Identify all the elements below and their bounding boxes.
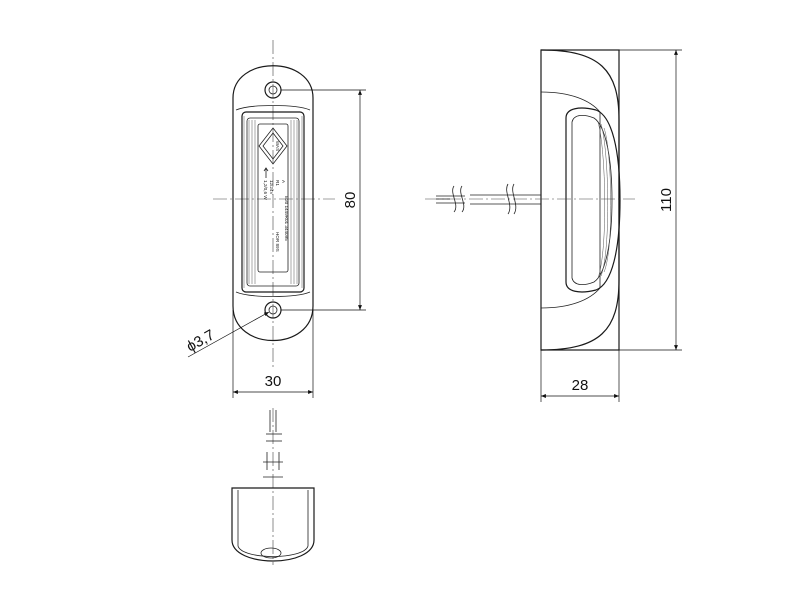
front-lens-inner	[246, 117, 300, 287]
bottom-view	[231, 408, 315, 565]
bottom-view-wires	[263, 410, 283, 478]
side-view-lens	[565, 107, 621, 293]
front-lens-body	[241, 111, 305, 293]
lens-ribs	[243, 116, 303, 288]
label-line1-group: A	[281, 180, 286, 184]
hole-diameter-label: ϕ3,7	[184, 326, 218, 355]
dim-80-group: 80	[342, 192, 359, 209]
dim-110-group: 110	[658, 188, 675, 212]
label-arrow-icon	[263, 167, 269, 178]
label-line5-group: E20 1449R01 344095	[284, 196, 289, 241]
bottom-view-housing	[231, 487, 315, 562]
side-view-frame	[540, 49, 620, 351]
front-view: WAŚ A R1 12/24V 1,2/0,6 W E20 1449R01 34…	[184, 40, 366, 398]
side-view-housing-curve	[540, 49, 620, 351]
dim-28-label: 28	[572, 377, 589, 394]
front-housing-outline	[232, 65, 314, 342]
bottom-mounting-hole-inner	[268, 305, 278, 315]
bottom-view-inner-edge	[237, 490, 309, 557]
top-cap-edge	[235, 105, 311, 111]
hole-leader-line	[187, 311, 270, 358]
bottom-view-cable-hole	[260, 547, 282, 559]
label-line3-group: 12/24V	[269, 180, 274, 195]
label-line1: A	[281, 180, 286, 184]
hole-label-group: ϕ3,7	[184, 326, 218, 355]
side-view-housing-inner	[540, 91, 601, 309]
bottom-cap-edge	[235, 291, 311, 297]
label-line6-group: HOR 89S	[275, 232, 280, 252]
label-line6: HOR 89S	[275, 232, 280, 252]
dim-80-label: 80	[342, 192, 359, 209]
label-line2: R1	[275, 180, 280, 186]
label-plate	[257, 123, 289, 273]
label-line3: 12/24V	[269, 180, 274, 195]
side-view: 110 28	[425, 49, 682, 402]
side-view-cable	[436, 183, 541, 215]
label-line4: 1,2/0,6 W	[263, 180, 268, 200]
side-view-lens-hatch	[597, 121, 612, 279]
dim-110-label: 110	[658, 188, 675, 212]
label-line4-group: 1,2/0,6 W	[263, 180, 268, 200]
label-line5: E20 1449R01 344095	[284, 196, 289, 241]
label-line2-group: R1	[275, 180, 280, 186]
top-mounting-hole-inner	[268, 85, 278, 95]
dim-30-label: 30	[265, 373, 282, 390]
label-brand: WAŚ	[275, 141, 282, 151]
label-logo-diamond	[258, 127, 288, 165]
label-brand-group: WAŚ	[275, 141, 282, 151]
side-view-lens-inner	[571, 114, 613, 286]
